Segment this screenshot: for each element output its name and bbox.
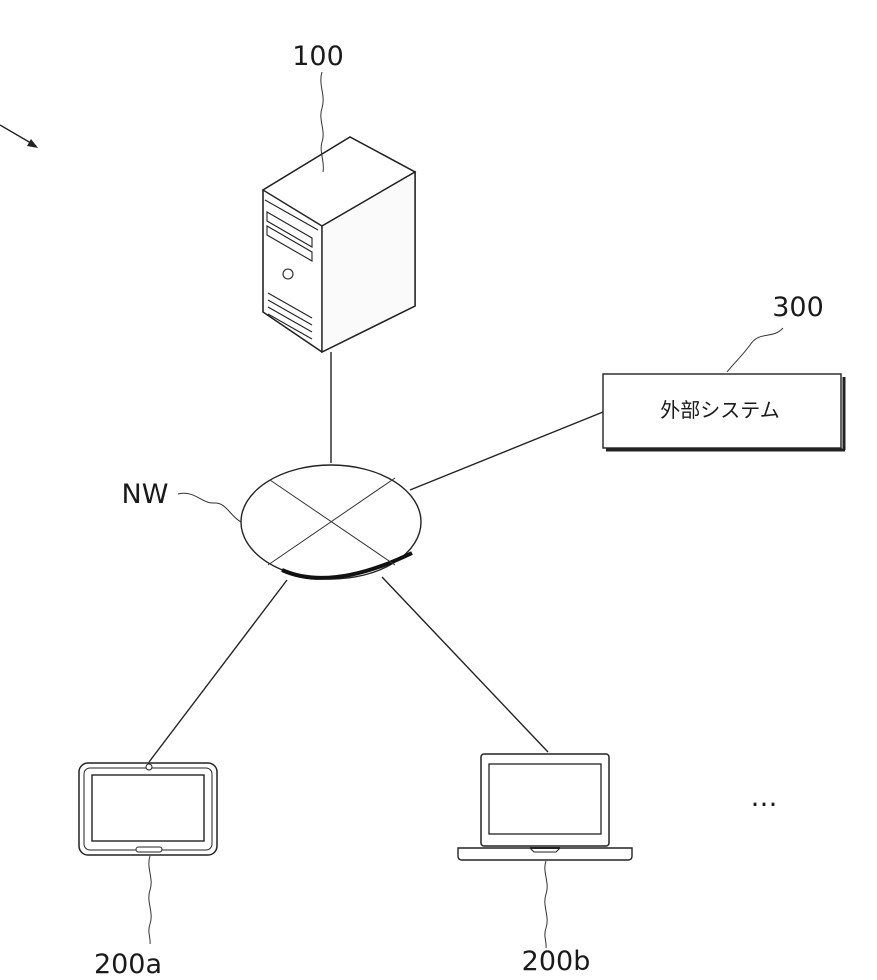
link-network-tablet [149, 580, 287, 762]
link-external-network [410, 412, 603, 490]
tablet-label: 200a [94, 949, 162, 980]
external-ref-label: 300 [772, 292, 824, 323]
external-system-label: 外部システム [660, 398, 779, 422]
laptop-device-icon [458, 754, 632, 860]
external-system-box: 外部システム [603, 374, 845, 450]
link-network-laptop [382, 577, 548, 752]
tablet-leader-line [149, 856, 151, 944]
network-cloud-icon [241, 465, 421, 579]
more-devices-ellipsis: … [751, 782, 778, 813]
external-ref-leader-line [727, 328, 783, 372]
network-label: NW [122, 479, 169, 510]
reference-arrow-icon [0, 125, 38, 148]
laptop-label: 200b [522, 946, 591, 977]
server-label: 100 [292, 41, 344, 72]
network-leader-line [178, 493, 241, 522]
tablet-device-icon [79, 763, 217, 855]
laptop-leader-line [545, 861, 547, 948]
server-tower-icon [263, 137, 415, 352]
